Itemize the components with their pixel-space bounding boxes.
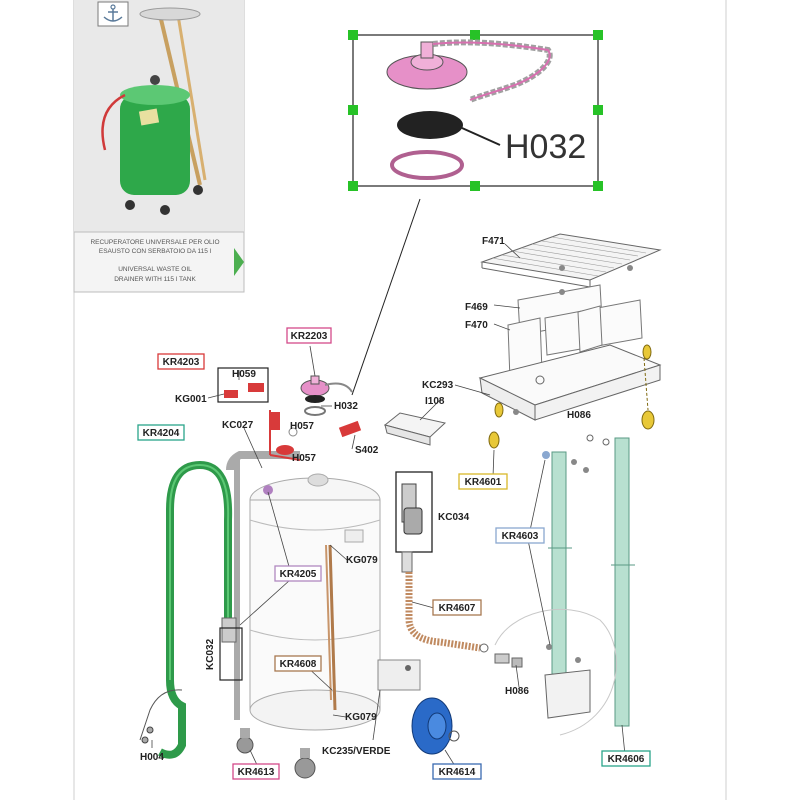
zoom-detail-h032[interactable]: H032 [348, 30, 603, 191]
green-hose-kr4204 [139, 460, 237, 759]
ghost-arc [494, 608, 617, 736]
svg-text:KR4204: KR4204 [143, 428, 180, 439]
handle-tl[interactable] [348, 30, 358, 40]
handle-tr[interactable] [593, 30, 603, 40]
kc032-frame [219, 627, 243, 681]
label-kc034: KC034 [438, 512, 470, 523]
oil-tank [226, 451, 381, 779]
code-box-kr4601[interactable]: KR4601 [458, 473, 508, 490]
wheel-kr4614 [411, 697, 460, 755]
part-kr2203 [300, 375, 353, 416]
label-h032: H032 [334, 401, 358, 412]
label-kc235: KC235/VERDE [322, 746, 391, 757]
label-s402: S402 [355, 445, 379, 456]
thumbnail-caption-en-1: UNIVERSAL WASTE OIL [118, 266, 192, 273]
code-box-kr4607[interactable]: KR4607 [432, 599, 482, 616]
svg-text:KR4603: KR4603 [502, 531, 539, 542]
svg-text:KR4614: KR4614 [439, 767, 476, 778]
product-thumbnail-panel[interactable]: RECUPERATORE UNIVERSALE PER OLIO ESAUSTO… [73, 0, 245, 293]
label-f471: F471 [482, 236, 505, 247]
tray-assembly [478, 233, 662, 449]
part-kc034 [395, 471, 433, 573]
code-box-kr4608[interactable]: KR4608 [274, 655, 322, 672]
code-box-kr4614[interactable]: KR4614 [432, 763, 482, 780]
svg-text:KR4607: KR4607 [439, 603, 476, 614]
vertical-tubes [542, 437, 635, 727]
svg-text:KR4606: KR4606 [608, 754, 645, 765]
fittings-h086 [377, 643, 591, 719]
label-kc027: KC027 [222, 420, 254, 431]
label-f470: F470 [465, 320, 488, 331]
label-kg079-a: KG079 [346, 555, 378, 566]
code-box-kr4203[interactable]: KR4203 [157, 353, 205, 370]
label-kg001: KG001 [175, 394, 207, 405]
product-image [101, 7, 207, 215]
label-kg079-b: KG079 [345, 712, 377, 723]
part-i108 [383, 412, 447, 446]
thumbnail-caption-it-2: ESAUSTO CON SERBATOIO DA 115 l [99, 248, 212, 255]
code-box-kr4603[interactable]: KR4603 [495, 527, 545, 544]
next-arrow-icon[interactable] [234, 248, 244, 276]
anchor-icon [97, 1, 129, 27]
label-h086-bottom: H086 [505, 686, 529, 697]
thumbnail-caption-it-1: RECUPERATORE UNIVERSALE PER OLIO [90, 239, 219, 246]
svg-text:KR2203: KR2203 [291, 331, 328, 342]
code-box-kr4205[interactable]: KR4205 [274, 565, 322, 582]
svg-text:KR4205: KR4205 [280, 569, 317, 580]
handle-tm[interactable] [470, 30, 480, 40]
handle-bl[interactable] [348, 181, 358, 191]
label-f469: F469 [465, 302, 488, 313]
label-h057-a: H057 [290, 421, 314, 432]
label-h086-top: H086 [567, 410, 591, 421]
label-kc293: KC293 [422, 380, 454, 391]
svg-text:KR4203: KR4203 [163, 357, 200, 368]
handle-ml[interactable] [348, 105, 358, 115]
code-box-kr4204[interactable]: KR4204 [137, 424, 185, 441]
zoom-code-label: H032 [505, 128, 586, 166]
zoom-leader-line [351, 198, 421, 396]
handle-br[interactable] [593, 181, 603, 191]
label-h059: H059 [232, 369, 256, 380]
label-i108: I108 [425, 396, 445, 407]
svg-text:KR4613: KR4613 [238, 767, 275, 778]
label-h057-b: H057 [292, 453, 316, 464]
thumbnail-caption-en-2: DRAINER WITH 115 l TANK [114, 276, 196, 283]
code-box-kr4606[interactable]: KR4606 [601, 750, 651, 767]
handle-mr[interactable] [593, 105, 603, 115]
code-box-kr4613[interactable]: KR4613 [232, 763, 280, 780]
svg-text:KR4601: KR4601 [465, 477, 502, 488]
code-box-kr2203[interactable]: KR2203 [286, 327, 332, 344]
svg-text:KR4608: KR4608 [280, 659, 317, 670]
label-h004: H004 [140, 752, 164, 763]
handle-bm[interactable] [470, 181, 480, 191]
red-valve-assembly [217, 367, 362, 495]
label-kc032: KC032 [205, 638, 216, 670]
